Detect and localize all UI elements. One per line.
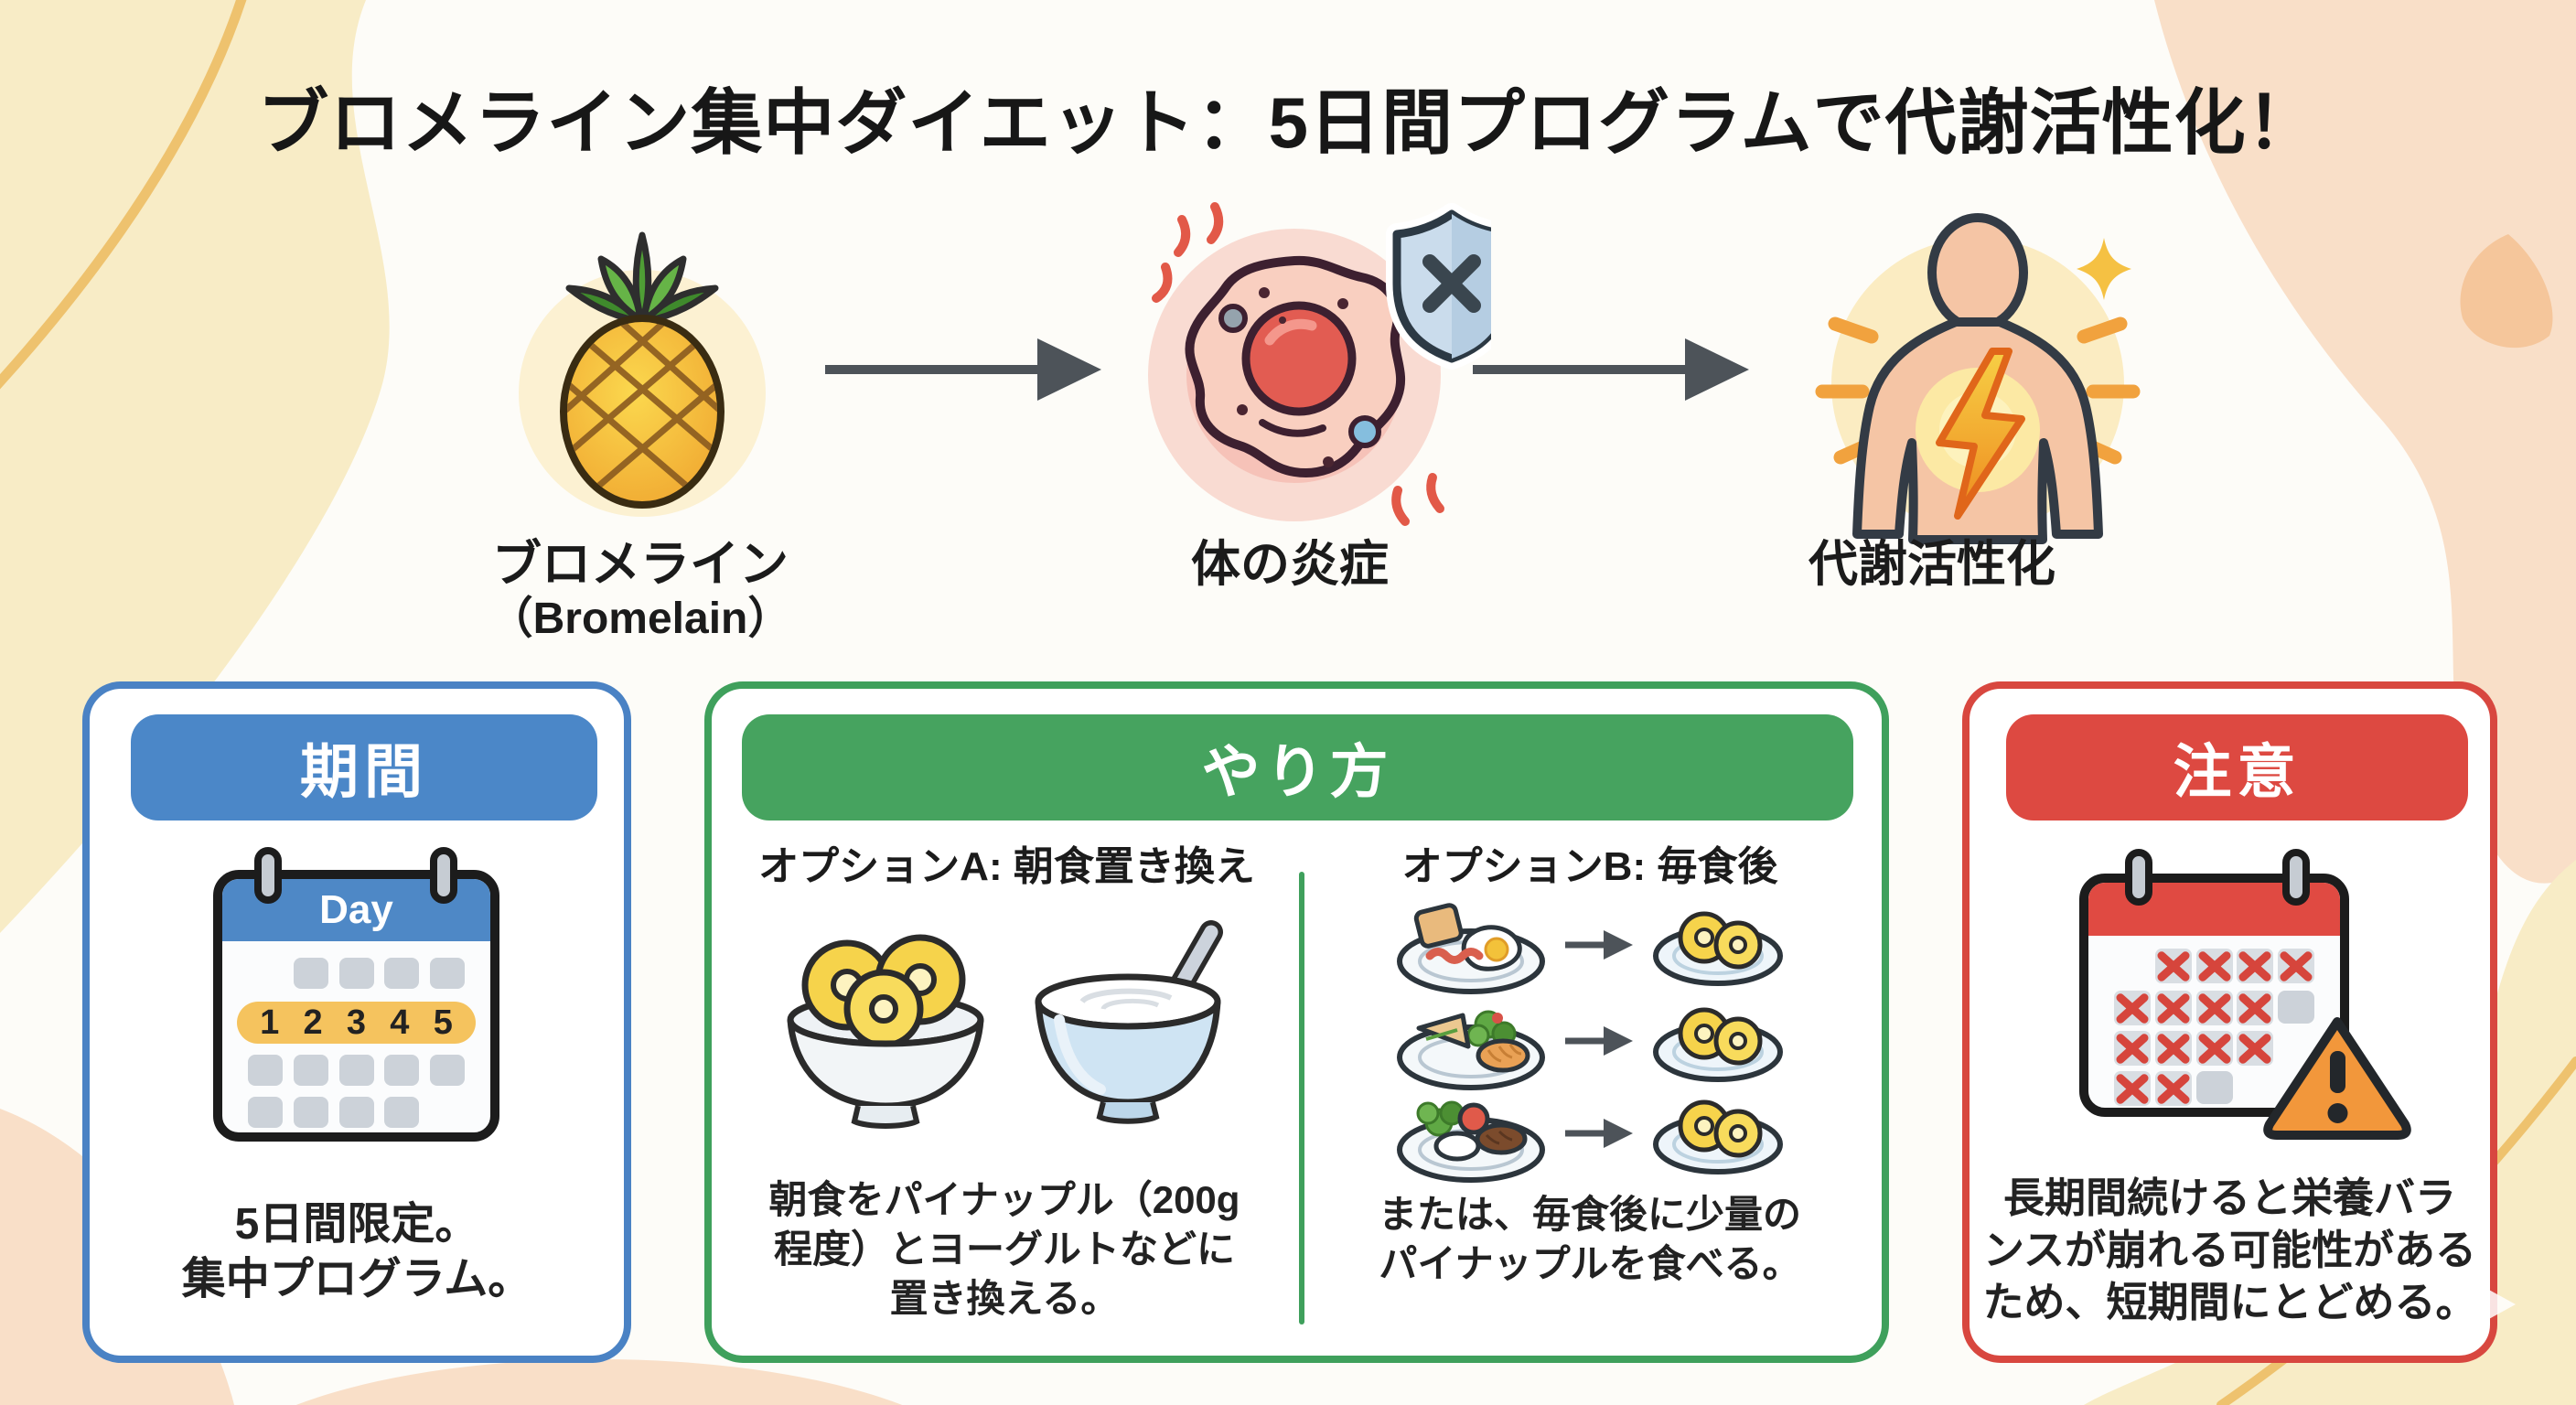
column-divider (1299, 872, 1304, 1325)
inflammation-cell-icon (1148, 202, 1491, 526)
day-number: 5 (433, 1003, 453, 1042)
day-number: 1 (260, 1003, 280, 1042)
dinner-plate-icon (1397, 1100, 1545, 1183)
method-box-header: やり方 (742, 714, 1853, 820)
option-b-row-dinner (1315, 1080, 1864, 1185)
day-highlight-row: 1 2 3 4 5 (237, 1002, 476, 1044)
pineapple-plate-icon (1653, 911, 1783, 986)
day-number: 3 (346, 1003, 367, 1042)
flow-step-inflammation-label: 体の炎症 (1191, 537, 1389, 592)
day-number: 2 (303, 1003, 323, 1042)
pineapple-icon (519, 231, 766, 517)
small-arrow-icon (1565, 1118, 1633, 1148)
option-b-row-breakfast (1315, 892, 1864, 997)
flow-step-bromelain-sublabel: （Bromelain） (488, 595, 792, 643)
caution-description: 長期間続けると栄養バラ ンスが崩れる可能性がある ため、短期間にとどめる。 (1982, 1174, 2477, 1325)
chevron-right-decoration (2459, 1273, 2516, 1335)
metabolism-body-icon (1815, 213, 2141, 544)
period-description: 5日間限定。 集中プログラム。 (181, 1200, 532, 1303)
lightning-icon (1936, 348, 2025, 520)
yogurt-bowl-icon (1035, 920, 1223, 1124)
calendar-day-icon: Day 1 2 3 4 5 (213, 847, 499, 1142)
pineapple-plate-icon (1653, 1099, 1783, 1174)
crossed-calendar-icon (2079, 849, 2349, 1117)
caution-box-header: 注意 (2006, 714, 2468, 820)
flow-step-metabolism-label: 代謝活性化 (1809, 537, 2055, 592)
option-b-title: オプションB: 毎食後 (1401, 844, 1778, 889)
page-title: ブロメライン集中ダイエット：5日間プログラムで代謝活性化！ (257, 82, 2319, 163)
period-box-header: 期間 (131, 714, 597, 820)
small-arrow-icon (1565, 1025, 1633, 1056)
flow-step-bromelain-label: ブロメライン (492, 537, 789, 592)
lunch-plate-icon (1397, 1010, 1545, 1090)
option-b-description: または、毎食後に少量の パイナップルを食べる。 (1378, 1193, 1801, 1285)
flow-arrow-1-icon (825, 338, 1101, 401)
day-number: 4 (390, 1003, 410, 1042)
option-b-row-lunch (1315, 988, 1864, 1093)
option-a-description: 朝食をパイナップル（200g 程度）とヨーグルトなどに 置き換える。 (768, 1178, 1240, 1320)
warning-triangle-icon (2263, 1017, 2411, 1140)
caution-box: 注意 (1962, 681, 2497, 1363)
option-a-title: オプションA: 朝食置き換え (758, 844, 1255, 889)
flow-arrow-2-icon (1473, 338, 1749, 401)
pineapple-bowl-icon (787, 934, 984, 1129)
period-box: 期間 Day 1 2 3 4 5 (82, 681, 631, 1363)
pineapple-plate-icon (1653, 1007, 1783, 1082)
small-arrow-icon (1565, 929, 1633, 960)
breakfast-plate-icon (1397, 903, 1545, 994)
method-box: やり方 オプションA: 朝食置き換え (704, 681, 1889, 1363)
